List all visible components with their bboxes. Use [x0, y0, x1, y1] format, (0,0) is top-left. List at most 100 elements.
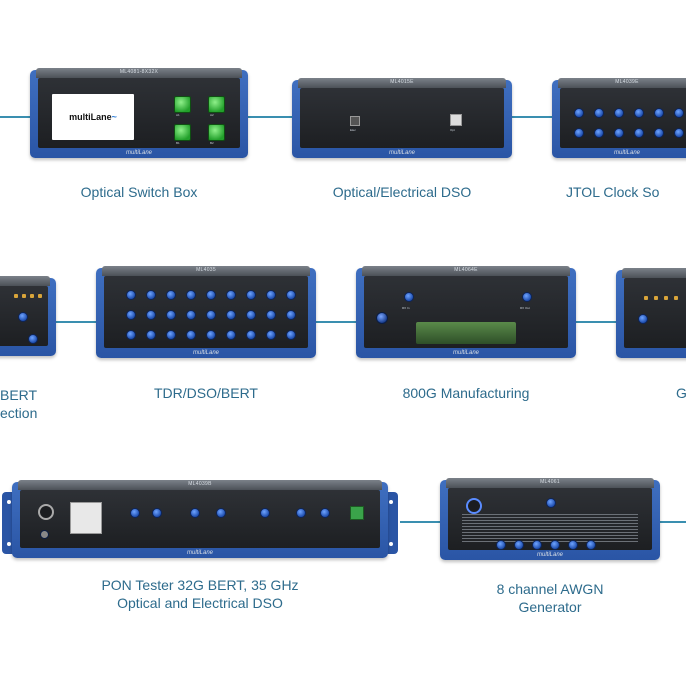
bert-device-partial[interactable] [0, 276, 56, 362]
knob-icon[interactable] [376, 312, 388, 324]
connector-icon[interactable] [634, 128, 644, 138]
connector-icon[interactable] [574, 108, 584, 118]
brand-label: multiLane [192, 350, 220, 356]
connector-icon[interactable] [568, 540, 578, 550]
power-button-icon[interactable] [38, 504, 54, 520]
connector-icon[interactable] [216, 508, 226, 518]
button-label: B2 [210, 141, 214, 145]
chassis-top: ML4061 [446, 478, 654, 488]
connector-icon[interactable] [186, 290, 196, 300]
connector-icon[interactable] [286, 330, 296, 340]
green-button-icon[interactable] [174, 96, 191, 113]
connector-icon[interactable] [18, 312, 28, 322]
connector-icon[interactable] [614, 128, 624, 138]
connector-icon[interactable] [206, 330, 216, 340]
connector-icon[interactable] [654, 128, 664, 138]
green-button-icon[interactable] [208, 96, 225, 113]
connector-icon[interactable] [286, 290, 296, 300]
mount-hole-icon [7, 500, 11, 504]
chassis [0, 276, 56, 356]
connector-icon[interactable] [166, 310, 176, 320]
connector-icon[interactable] [266, 330, 276, 340]
connector-icon[interactable] [190, 508, 200, 518]
connector-icon[interactable] [246, 330, 256, 340]
connector-icon[interactable] [546, 498, 556, 508]
green-button-icon[interactable] [208, 124, 225, 141]
connector-line [246, 116, 294, 118]
connector-icon[interactable] [152, 508, 162, 518]
connector-icon[interactable] [206, 290, 216, 300]
connector-icon[interactable] [246, 310, 256, 320]
pon-tester-device[interactable]: ML4039B multiLane [12, 480, 388, 564]
port-icon[interactable] [450, 114, 462, 126]
vent-slot [462, 520, 638, 521]
connector-icon[interactable] [260, 508, 270, 518]
power-button-icon[interactable] [466, 498, 482, 514]
optical-electrical-dso-device[interactable]: ML4015E Elec Opt multiLane [292, 78, 512, 164]
connector-icon[interactable] [146, 310, 156, 320]
manufacturing-800g-device[interactable]: ML4064E RX In RX Out multiLane [356, 266, 576, 364]
connector-icon[interactable] [146, 330, 156, 340]
connector-icon[interactable] [532, 540, 542, 550]
connector-icon[interactable] [638, 314, 648, 324]
connector-icon[interactable] [130, 508, 140, 518]
vent-slot [462, 517, 638, 518]
connector-icon[interactable] [226, 330, 236, 340]
connector-icon[interactable] [674, 108, 684, 118]
connector-icon[interactable] [296, 508, 306, 518]
connector-icon[interactable] [286, 310, 296, 320]
gold-pin-icon [22, 294, 26, 298]
connector-icon[interactable] [586, 540, 596, 550]
awgn-generator-device[interactable]: ML4061 multiLane [440, 478, 660, 566]
connector-icon[interactable] [226, 290, 236, 300]
connector-icon[interactable] [550, 540, 560, 550]
connector-icon[interactable] [634, 108, 644, 118]
connector-icon[interactable] [514, 540, 524, 550]
connector-icon[interactable] [146, 290, 156, 300]
tdr-dso-bert-device[interactable]: ML4035 multiLane [96, 266, 316, 364]
chassis-top [622, 268, 686, 278]
jtol-clock-device[interactable]: ML4039E multiLane [552, 78, 686, 164]
connector-line [314, 321, 358, 323]
device-partial-right[interactable] [616, 268, 686, 364]
button-label: B1 [176, 141, 180, 145]
connector-icon[interactable] [266, 310, 276, 320]
connector-icon[interactable] [674, 128, 684, 138]
connector-icon[interactable] [594, 128, 604, 138]
port-label: RX In [402, 306, 410, 310]
chassis-top: ML4081-8X32X [36, 68, 242, 78]
connector-icon[interactable] [404, 292, 414, 302]
chassis: ML4081-8X32X multiLane~ A1 A2 B1 B2 mult… [30, 68, 248, 158]
connector-icon[interactable] [126, 310, 136, 320]
connector-icon[interactable] [574, 128, 584, 138]
connector-icon[interactable] [126, 290, 136, 300]
connector-icon[interactable] [594, 108, 604, 118]
connector-icon[interactable] [266, 290, 276, 300]
gold-pin-icon [644, 296, 648, 300]
gold-pin-icon [664, 296, 668, 300]
connector-icon[interactable] [246, 290, 256, 300]
optical-switch-box-device[interactable]: ML4081-8X32X multiLane~ A1 A2 B1 B2 mult… [30, 68, 248, 164]
connector-icon[interactable] [226, 310, 236, 320]
port-icon[interactable] [350, 116, 360, 126]
mount-hole-icon [389, 500, 393, 504]
connector-icon[interactable] [186, 330, 196, 340]
knob-icon[interactable] [40, 530, 49, 539]
connector-icon[interactable] [126, 330, 136, 340]
connector-icon[interactable] [206, 310, 216, 320]
connector-icon[interactable] [186, 310, 196, 320]
green-button-icon[interactable] [174, 124, 191, 141]
vent-slot [462, 532, 638, 533]
connector-icon[interactable] [320, 508, 330, 518]
connector-icon[interactable] [654, 108, 664, 118]
connector-icon[interactable] [166, 290, 176, 300]
connector-icon[interactable] [496, 540, 506, 550]
connector-icon[interactable] [166, 330, 176, 340]
connector-icon[interactable] [614, 108, 624, 118]
connector-icon[interactable] [28, 334, 38, 344]
model-label: ML4081-8X32X [119, 69, 159, 75]
front-panel [20, 490, 380, 548]
device-caption: 800G Manufacturing [402, 385, 530, 401]
connector-icon[interactable] [522, 292, 532, 302]
